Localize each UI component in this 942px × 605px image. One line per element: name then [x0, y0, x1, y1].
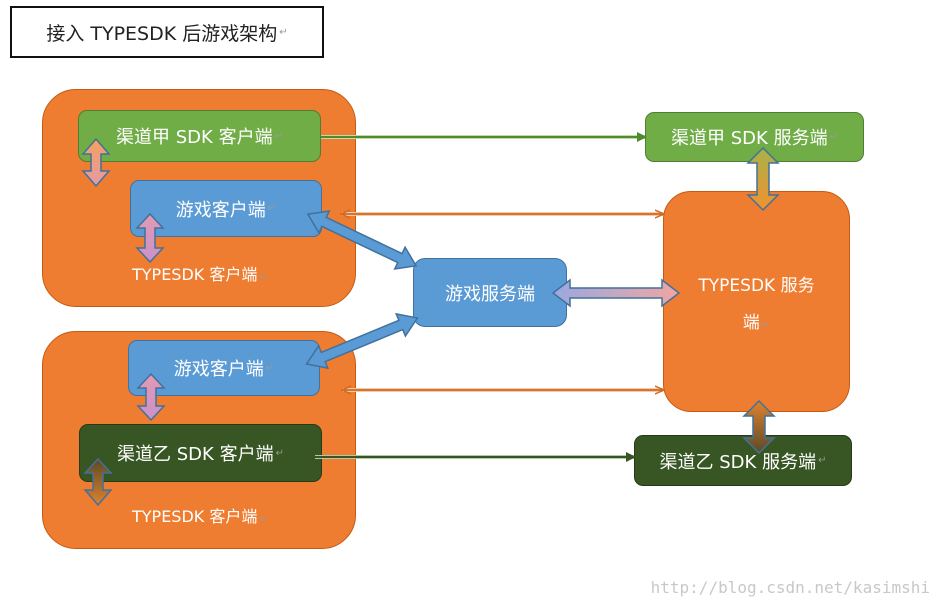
diagram-title: 接入 TYPESDK 后游戏架构↵ [10, 6, 324, 58]
top-game-client: 游戏客户端↵ [130, 180, 322, 237]
title-text: 接入 TYPESDK 后游戏架构 [46, 22, 278, 45]
typesdk-server-label-line2: 端 [742, 312, 760, 333]
game-server-label: 游戏服务端 [445, 283, 535, 305]
bottom-game-client: 游戏客户端↵ [128, 340, 320, 396]
bottom-game-client-label: 游戏客户端 [173, 359, 264, 380]
top-game-client-label: 游戏客户端 [175, 199, 266, 221]
game-server: 游戏服务端 [413, 258, 567, 327]
watermark: http://blog.csdn.net/kasimshi [650, 578, 930, 597]
channel-b-sdk-client-label: 渠道乙 SDK 客户端 [117, 444, 274, 465]
channel-b-sdk-server: 渠道乙 SDK 服务端↵ [634, 435, 852, 486]
pilcrow-mark: ↵ [279, 26, 288, 38]
bottom-typesdk-client-label: TYPESDK 客户端↵ [132, 507, 268, 526]
channel-a-sdk-server-label: 渠道甲 SDK 服务端 [671, 128, 828, 149]
typesdk-server: TYPESDK 服务 端↵ [663, 191, 850, 412]
channel-b-sdk-server-label: 渠道乙 SDK 服务端 [659, 451, 817, 473]
game-server-typesdk-server-double-arrow [551, 278, 681, 308]
channel-a-sdk-client-label: 渠道甲 SDK 客户端 [116, 127, 273, 148]
channel-a-sdk-server: 渠道甲 SDK 服务端↵ [645, 112, 864, 162]
channel-b-sdk-client: 渠道乙 SDK 客户端↵ [79, 424, 322, 482]
typesdk-server-label-line1: TYPESDK 服务 [698, 275, 815, 296]
channel-a-sdk-client: 渠道甲 SDK 客户端↵ [78, 110, 321, 162]
top-typesdk-client-label: TYPESDK 客户端↵ [132, 265, 268, 284]
